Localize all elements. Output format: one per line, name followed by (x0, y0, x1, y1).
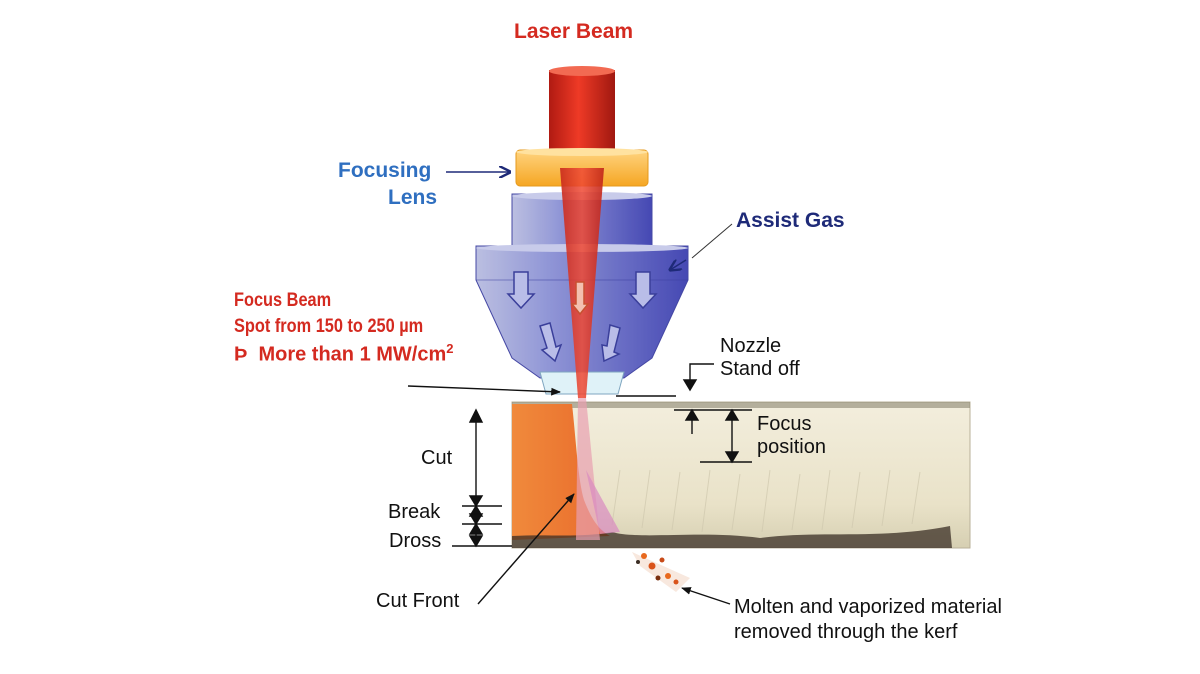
focus-position-label-line2: position (757, 436, 826, 458)
cut-front-label: Cut Front (376, 590, 460, 612)
dross-layer (512, 526, 952, 548)
molten-particles (632, 552, 690, 592)
nozzle (475, 192, 689, 395)
assist-gas-label: Assist Gas (736, 209, 845, 232)
gas-flow-arrows (506, 271, 658, 363)
molten-material-label-line2: removed through the kerf (734, 621, 958, 643)
kerf-glow (586, 470, 620, 534)
molten-material-pointer (681, 587, 731, 605)
nozzle-label-line2: Stand off (720, 358, 800, 380)
cut-break-dross-dimensions (452, 408, 512, 548)
focusing-lens-label-line2: Lens (388, 186, 438, 209)
power-density-text: More than 1 MW/cm (258, 343, 447, 366)
assist-gas-leader (691, 223, 733, 259)
laser-beam-label: Laser Beam (514, 20, 634, 43)
nozzle-label-line1: Nozzle (720, 335, 782, 357)
focus-spot-pointer (407, 385, 561, 396)
focus-position-indicator (674, 408, 752, 464)
cut-label: Cut (421, 447, 453, 469)
cut-front-pointer (477, 493, 575, 605)
break-label: Break (388, 501, 441, 523)
nozzle-standoff-indicator (616, 363, 714, 397)
dross-label: Dross (389, 530, 442, 552)
focusing-lens-label-line1: Focusing (338, 159, 432, 182)
striation-lines (611, 469, 921, 533)
assist-gas-inlet-arrow (670, 260, 687, 270)
power-density-exponent: 2 (446, 341, 454, 356)
focus-beam-label: Focus Beam (234, 290, 332, 311)
power-density-label: Þ More than 1 MW/cm2 (234, 341, 454, 366)
spot-size-label: Spot from 150 to 250 µm (234, 316, 424, 337)
molten-material-label-line1: Molten and vaporized material (734, 596, 1002, 618)
focus-position-label-line1: Focus (757, 413, 812, 435)
implies-glyph: Þ (234, 343, 248, 366)
